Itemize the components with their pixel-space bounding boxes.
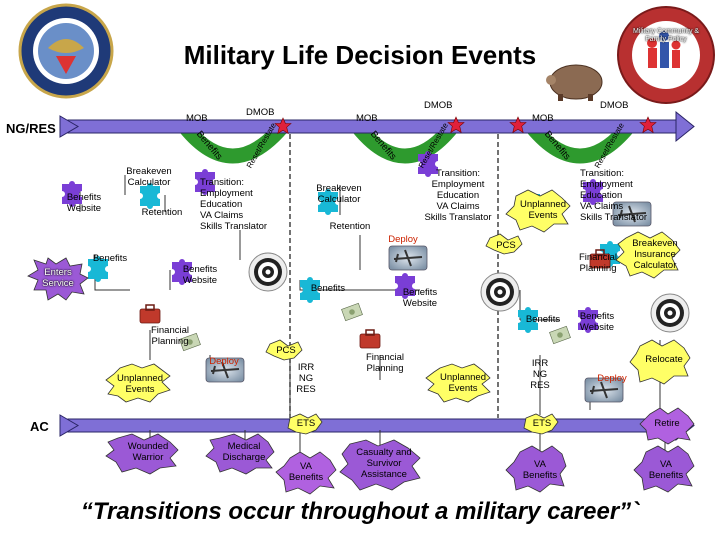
retire: Retire <box>654 418 680 429</box>
airplane-icon <box>388 245 428 271</box>
ets-1: ETS <box>296 418 316 429</box>
enters-service: Enters Service <box>42 267 74 289</box>
arc1-dmob: DMOB <box>246 107 275 118</box>
money-icon <box>340 302 364 322</box>
benefits-website-b: Benefits Website <box>402 287 438 309</box>
page-title: Military Life Decision Events <box>183 40 537 70</box>
target-icon <box>650 293 690 333</box>
wounded-warrior: Wounded Warrior <box>127 441 169 463</box>
ets-2: ETS <box>532 418 552 429</box>
unplanned-events-mid: Unplanned Events <box>440 372 486 394</box>
financial-planning-mid: Financial Planning <box>365 352 405 374</box>
deploy-right: Deploy <box>597 373 627 384</box>
financial-planning-top: Financial Planning <box>578 252 618 274</box>
breakeven-insurance-burst <box>615 231 681 279</box>
arc2-mob: MOB <box>356 113 378 124</box>
benefits-website-c: Benefits Website <box>579 311 615 333</box>
deploy-mid: Deploy <box>209 356 239 367</box>
unplanned-events-top: Unplanned Events <box>520 199 566 221</box>
unplanned-events-top-burst <box>505 189 571 233</box>
top-timeline-arrow <box>59 110 695 143</box>
relocate: Relocate <box>645 354 683 365</box>
arc3-mob: MOB <box>532 113 554 124</box>
benefits-c: Benefits <box>525 314 561 325</box>
breakeven-calculator-1: Breakeven Calculator <box>126 166 172 188</box>
breakeven-calculator-2: Breakeven Calculator <box>316 183 362 205</box>
financial-planning-left: Financial Planning <box>150 325 190 347</box>
transition-3: Transition: Employment Education VA Clai… <box>580 168 648 223</box>
family-logo-icon <box>617 6 715 104</box>
wounded-warrior-burst <box>105 433 179 475</box>
irr-ng-res-1: IRR NG RES <box>296 362 316 395</box>
lane-label-ac: AC <box>30 419 49 434</box>
benefits-b: Benefits <box>310 283 346 294</box>
va-benefits-1-burst <box>275 451 337 495</box>
retire-burst <box>639 407 695 445</box>
benefits-a: Benefits <box>92 253 128 264</box>
seal-icon <box>2 2 130 100</box>
va-benefits-2: VA Benefits <box>522 459 558 481</box>
ets2-burst <box>523 413 559 435</box>
briefcase-icon <box>139 304 161 324</box>
event-bursts <box>27 189 695 495</box>
target-icon <box>480 272 520 312</box>
unplanned-events-left-burst <box>105 363 171 403</box>
lane-label-ng-res: NG/RES <box>6 121 56 136</box>
retention-1: Retention <box>141 207 183 218</box>
medical-discharge-burst <box>205 433 275 475</box>
pcs-top: PCS <box>496 240 516 251</box>
relocate-burst <box>629 339 691 385</box>
transition-1: Transition: Employment Education VA Clai… <box>200 177 268 232</box>
pcs-mid: PCS <box>276 345 296 356</box>
target-icon <box>248 252 288 292</box>
va-benefits-3-burst <box>633 445 695 493</box>
retention-2: Retention <box>329 221 371 232</box>
money-icon <box>548 325 572 345</box>
medical-discharge: Medical Discharge <box>222 441 266 463</box>
irr-ng-res-2: IRR NG RES <box>530 358 550 391</box>
unplanned-events-left: Unplanned Events <box>117 373 163 395</box>
va-benefits-2-burst <box>505 445 567 493</box>
arc1-mob: MOB <box>186 113 208 124</box>
va-benefits-1: VA Benefits <box>288 461 324 483</box>
pcs-mid-burst <box>265 339 303 361</box>
ets1-burst <box>287 413 323 435</box>
arc2-dmob: DMOB <box>424 100 453 111</box>
casualty-burst <box>339 439 421 491</box>
community-logo-text: Military Community & Family Policy <box>632 28 700 43</box>
unplanned-events-mid-burst <box>425 363 491 403</box>
transition-2: Transition: Employment Education VA Clai… <box>424 168 492 223</box>
enters-service-burst <box>27 257 89 301</box>
arc3-dmob: DMOB <box>600 100 629 111</box>
piggy-bank-icon <box>546 64 603 101</box>
va-benefits-3: VA Benefits <box>648 459 684 481</box>
closing-quote: “Transitions occur throughout a military… <box>80 498 640 525</box>
benefits-website-1: Benefits Website <box>66 192 102 214</box>
reserve-cycle-arcs <box>179 121 634 164</box>
pcs-top-burst <box>485 233 523 255</box>
casualty-survivor-assistance: Casualty and Survivor Assistance <box>356 447 412 480</box>
benefits-website-a: Benefits Website <box>182 264 218 286</box>
breakeven-insurance-calculator: Breakeven Insurance Calculator <box>632 238 678 271</box>
deploy-top: Deploy <box>388 234 418 245</box>
briefcase-icon <box>359 329 381 349</box>
